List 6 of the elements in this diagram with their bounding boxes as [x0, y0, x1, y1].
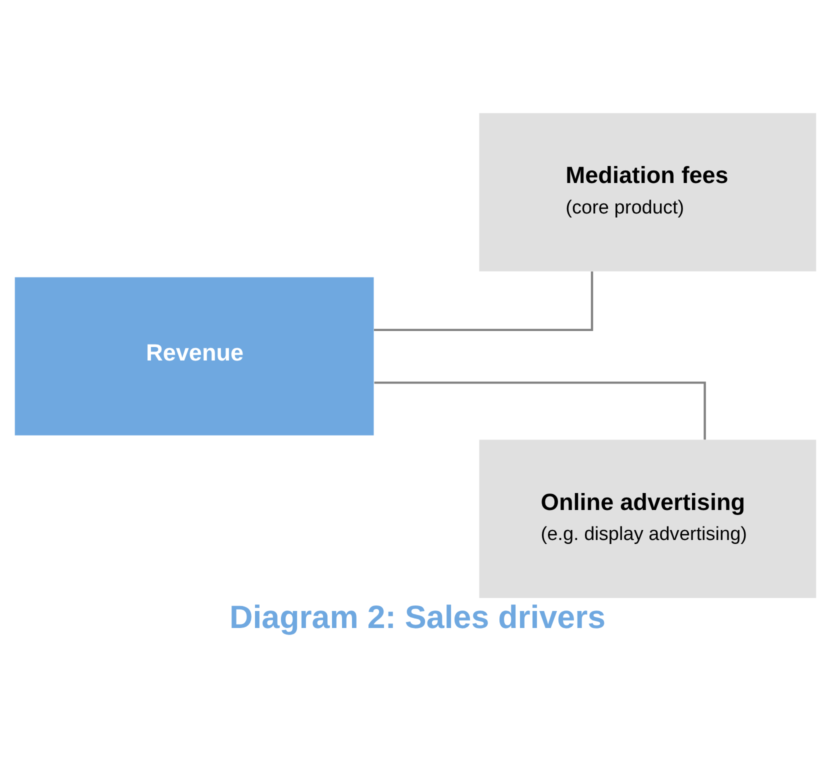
caption: Diagram 2: Sales drivers	[228, 599, 606, 636]
node-box: Mediation fees (core product)	[478, 113, 816, 272]
node-box: Revenue	[14, 277, 374, 436]
node-box: Online advertising (e.g. display advertising)	[478, 440, 816, 598]
connector	[373, 272, 593, 332]
connector	[374, 382, 706, 440]
